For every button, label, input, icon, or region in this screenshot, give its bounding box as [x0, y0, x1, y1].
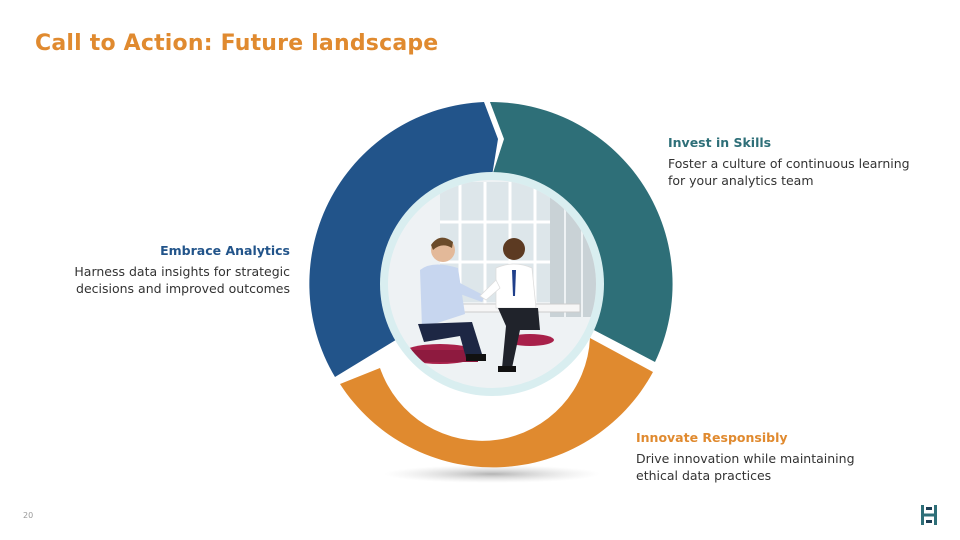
segment-invest-skills [490, 101, 673, 362]
segment-description-line: Harness data insights for strategic [74, 264, 290, 279]
segment-innovate-responsibly-text: Innovate Responsibly Drive innovation wh… [636, 429, 896, 484]
segment-heading: Invest in Skills [668, 135, 772, 150]
slide-title: Call to Action: Future landscape [35, 31, 439, 56]
segment-description-line: ethical data practices [636, 468, 772, 483]
segment-description-line: decisions and improved outcomes [76, 281, 290, 296]
segment-description-line: for your analytics team [668, 173, 814, 188]
segment-embrace-analytics [309, 102, 498, 377]
segment-description-line: Drive innovation while maintaining [636, 451, 855, 466]
segment-invest-skills-text: Invest in Skills Foster a culture of con… [668, 134, 928, 189]
cycle-diagram [309, 101, 673, 483]
ring-shadow [384, 465, 600, 483]
segment-innovate-responsibly [340, 338, 653, 468]
brand-logo-icon [921, 505, 937, 525]
segment-heading: Innovate Responsibly [636, 430, 788, 445]
page-number: 20 [23, 511, 34, 520]
segment-heading: Embrace Analytics [160, 243, 290, 258]
segment-description-line: Foster a culture of continuous learning [668, 156, 910, 171]
segment-embrace-analytics-text: Embrace Analytics Harness data insights … [40, 242, 290, 297]
